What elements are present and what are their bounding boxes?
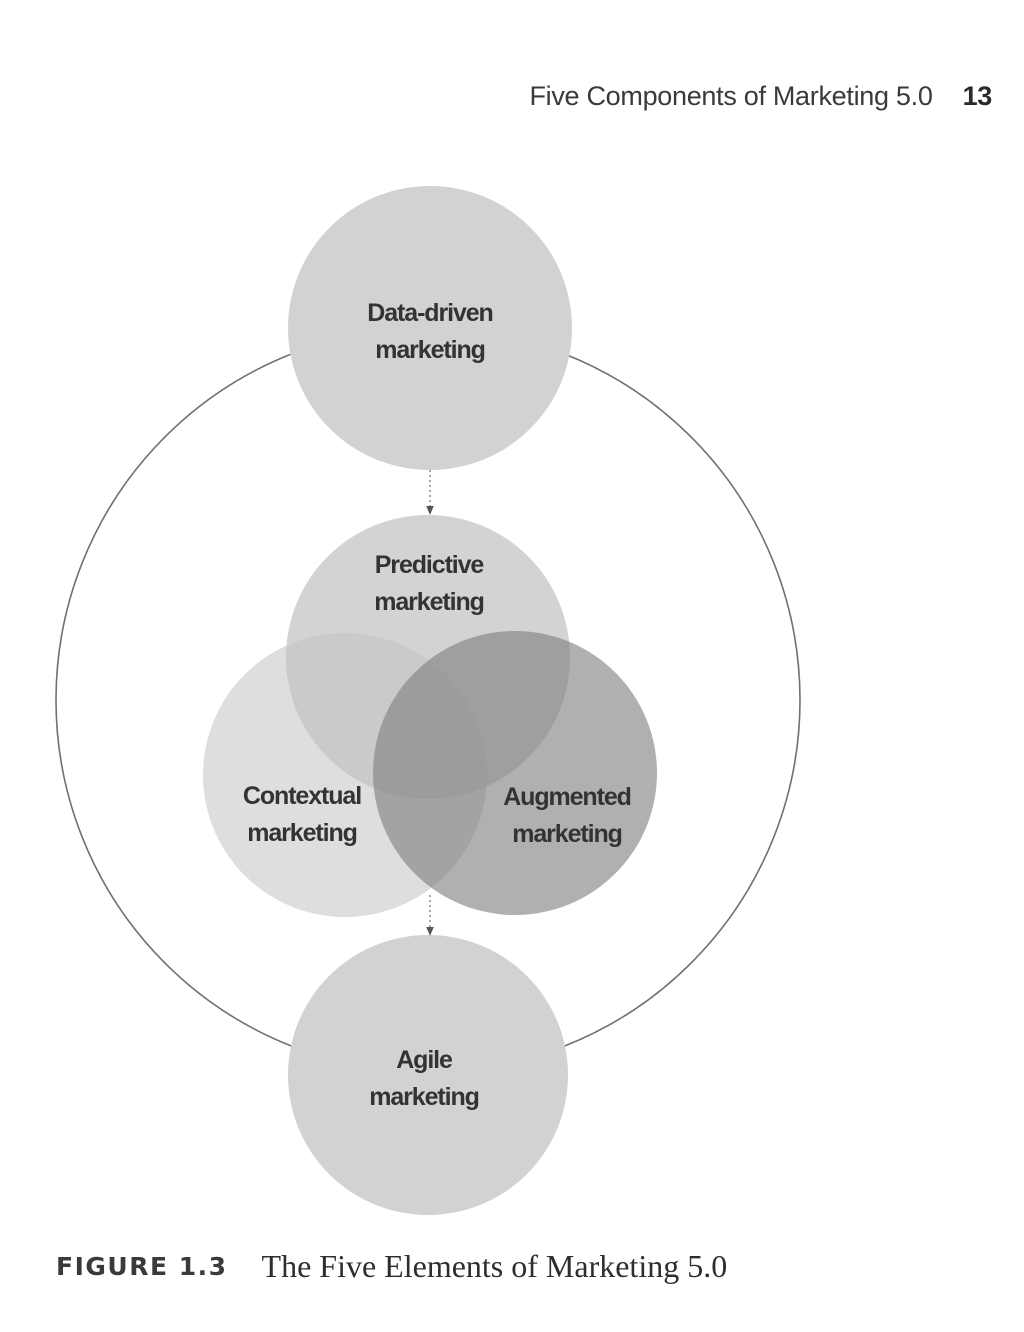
- contextual-label-line1: Contextual: [243, 782, 361, 810]
- agile-circle: [288, 935, 568, 1215]
- data-driven-label-line1: Data-driven: [367, 299, 492, 327]
- augmented-label: Augmented marketing: [503, 783, 632, 848]
- chapter-title: Five Components of Marketing 5.0: [529, 80, 933, 111]
- figure-caption: FIGURE 1.3 The Five Elements of Marketin…: [56, 1244, 727, 1288]
- augmented-label-line1: Augmented: [503, 783, 631, 811]
- predictive-label-line2: marketing: [374, 588, 484, 616]
- augmented-circle: [373, 631, 657, 915]
- contextual-label: Contextual marketing: [243, 782, 362, 847]
- page-number: 13: [962, 80, 993, 111]
- data-driven-circle: [288, 186, 572, 470]
- figure-title: The Five Elements of Marketing 5.0: [261, 1247, 728, 1284]
- data-driven-label: Data-driven marketing: [367, 299, 494, 364]
- predictive-label: Predictive marketing: [374, 551, 485, 616]
- data-driven-label-line2: marketing: [375, 336, 485, 364]
- agile-label-line2: marketing: [369, 1083, 479, 1111]
- augmented-label-line2: marketing: [512, 820, 622, 848]
- agile-label-line1: Agile: [396, 1046, 453, 1074]
- agile-label: Agile marketing: [369, 1046, 480, 1111]
- predictive-label-line1: Predictive: [375, 551, 485, 579]
- contextual-label-line2: marketing: [247, 819, 357, 847]
- running-head: Five Components of Marketing 5.0 13: [529, 76, 992, 116]
- figure-number: FIGURE 1.3: [56, 1251, 228, 1281]
